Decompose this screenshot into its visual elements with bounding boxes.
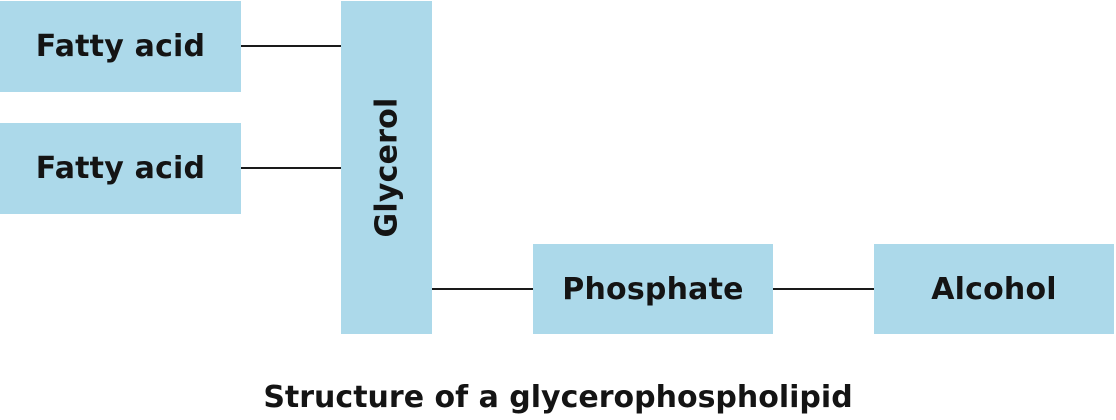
connector-fatty-acid-1-glycerol — [241, 45, 341, 47]
fatty-acid-box-2: Fatty acid — [0, 123, 241, 214]
fatty-acid-box-1: Fatty acid — [0, 1, 241, 92]
phosphate-label: Phosphate — [562, 271, 744, 307]
connector-glycerol-phosphate — [432, 288, 533, 290]
fatty-acid-label-1: Fatty acid — [35, 29, 206, 64]
connector-fatty-acid-2-glycerol — [241, 167, 341, 169]
fatty-acid-label-2: Fatty acid — [35, 151, 206, 186]
diagram-caption: Structure of a glycerophospholipid — [263, 380, 853, 415]
connector-phosphate-alcohol — [773, 288, 874, 290]
glycerol-box: Glycerol — [341, 1, 432, 334]
alcohol-box: Alcohol — [874, 244, 1114, 334]
glycerol-label: Glycerol — [369, 97, 405, 238]
alcohol-label: Alcohol — [931, 271, 1057, 307]
phosphate-box: Phosphate — [533, 244, 773, 334]
